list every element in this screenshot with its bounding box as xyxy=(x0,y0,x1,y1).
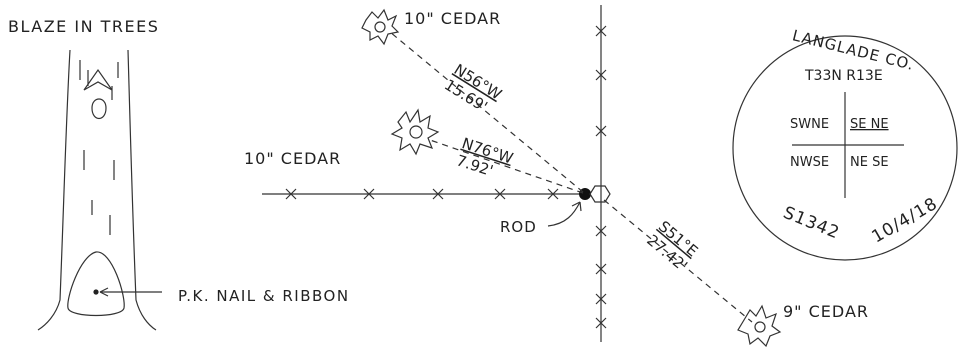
seal-quarter-swne: SWNE xyxy=(790,117,829,132)
horizontal-fence-line xyxy=(262,188,580,200)
cedar-tree-top-icon xyxy=(361,8,400,46)
rod-arrowhead-icon xyxy=(571,201,582,212)
bearing-line-top xyxy=(389,31,584,193)
blaze-title: BLAZE IN TREES xyxy=(8,17,159,36)
seal-township: T33N R13E xyxy=(804,68,883,84)
blaze-chevron-icon xyxy=(83,68,113,120)
tree-label-bottom: 9" CEDAR xyxy=(783,302,869,321)
seal-number: S1342 xyxy=(780,203,842,244)
seal-county: LANGLADE CO. xyxy=(791,26,917,74)
surveyor-seal: LANGLADE CO. T33N R13E SWNE SE NE NWSE N… xyxy=(732,26,958,261)
cedar-tree-bottom-icon xyxy=(737,304,782,347)
vertical-fence-line xyxy=(595,5,607,342)
tree-trunk-drawing xyxy=(37,49,157,331)
rod-label: ROD xyxy=(500,218,537,236)
seal-quarter-sene: SE NE xyxy=(850,117,889,132)
tree-label-left: 10" CEDAR xyxy=(244,149,341,168)
bearing-line-left xyxy=(429,139,584,194)
bearing-line-bottom xyxy=(603,199,753,323)
rod-marker xyxy=(579,185,611,203)
tree-label-top: 10" CEDAR xyxy=(404,9,501,28)
pk-nail-label: P.K. NAIL & RIBBON xyxy=(178,287,350,305)
seal-quarter-nwse: NWSE xyxy=(790,155,829,170)
seal-quarter-nese: NE SE xyxy=(850,155,889,170)
cedar-tree-left-icon xyxy=(390,108,440,156)
rod-arrow xyxy=(547,201,581,227)
pk-nail-blaze xyxy=(67,251,162,317)
